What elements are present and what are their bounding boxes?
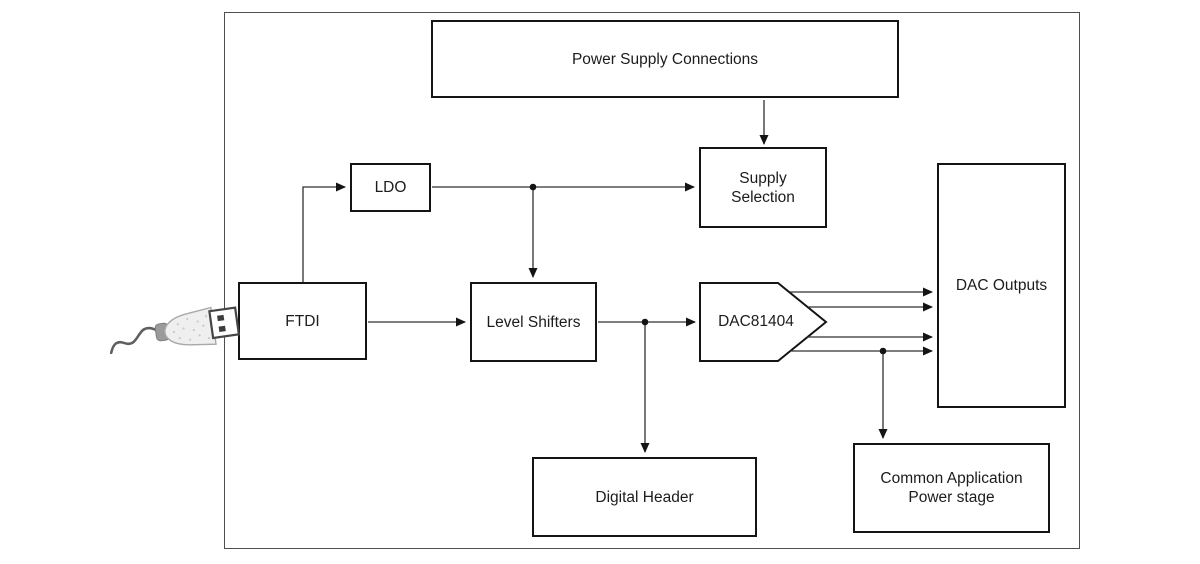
node-dac-outputs: DAC Outputs — [937, 163, 1066, 408]
node-label: Digital Header — [595, 488, 694, 506]
node-label: Level Shifters — [486, 313, 581, 331]
node-digital-header: Digital Header — [532, 457, 757, 537]
usb-cable — [109, 326, 163, 355]
node-label: DAC Outputs — [955, 277, 1048, 294]
node-level-shifters: Level Shifters — [470, 282, 597, 362]
usb-body-texture — [172, 315, 211, 341]
board-outline — [224, 12, 1080, 549]
node-label: Power Supply Connections — [571, 50, 759, 68]
node-power-supply-connections: Power Supply Connections — [431, 20, 899, 98]
usb-plug-body — [164, 306, 217, 346]
node-label: DAC81404 — [718, 313, 794, 330]
usb-strain-relief — [154, 322, 170, 342]
node-dac81404: DAC81404 — [700, 283, 812, 361]
node-ftdi: FTDI — [238, 282, 367, 360]
node-ldo: LDO — [350, 163, 431, 212]
node-label: FTDI — [285, 312, 320, 330]
node-label: LDO — [374, 179, 407, 196]
node-label-line: Selection — [731, 188, 795, 206]
node-common-application-power-stage: Common Application Power stage — [853, 443, 1050, 533]
node-supply-selection: Supply Selection — [699, 147, 827, 228]
usb-plug-icon — [109, 306, 241, 355]
node-label-line: Power stage — [908, 489, 995, 506]
node-label-line: Supply — [739, 169, 787, 187]
node-label-line: Common Application — [880, 470, 1023, 487]
